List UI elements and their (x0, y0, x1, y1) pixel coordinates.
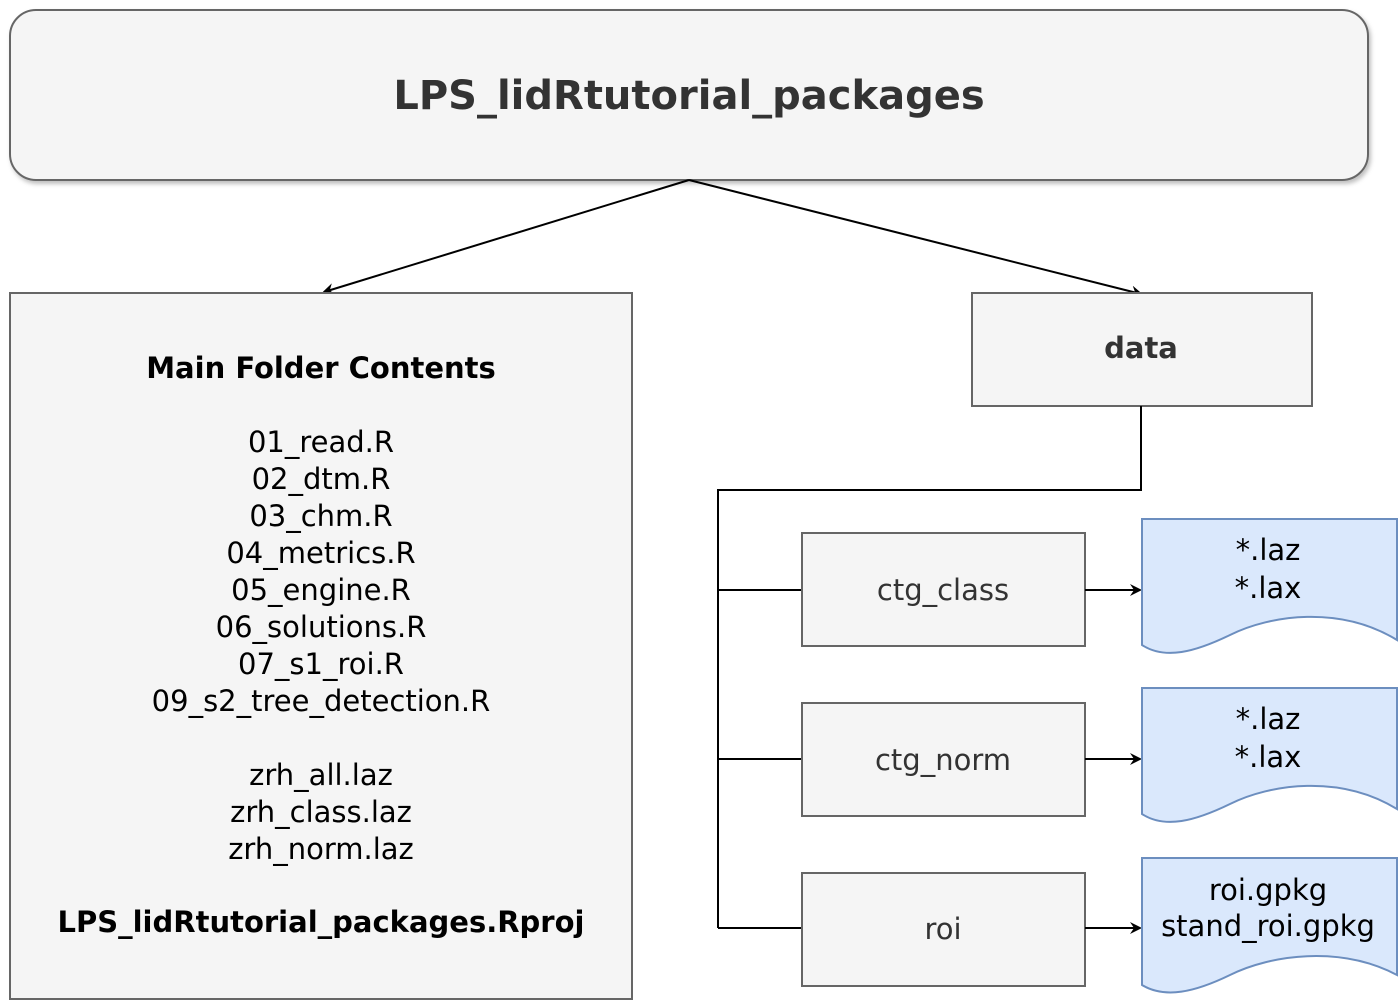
document-file-line: roi.gpkg (1209, 873, 1327, 907)
data-folder-node: data (971, 292, 1313, 407)
main-folder-box: Main Folder Contents 01_read.R02_dtm.R03… (9, 292, 633, 1000)
subfolder-ctg-norm: ctg_norm *.laz *.lax (801, 687, 1398, 823)
document-file-line: *.lax (1235, 740, 1302, 774)
project-file: LPS_lidRtutorial_packages.Rproj (58, 905, 585, 939)
subfolder-label: ctg_norm (875, 743, 1011, 777)
file-name: 03_chm.R (249, 499, 392, 533)
connector-root-to-data (688, 179, 1143, 298)
file-name: zrh_class.laz (230, 795, 412, 829)
subfolder-ctg-class: ctg_class *.laz *.lax (801, 518, 1398, 654)
file-name: 07_s1_roi.R (238, 647, 404, 681)
document-file-line: stand_roi.gpkg (1161, 909, 1375, 943)
file-name: 02_dtm.R (252, 462, 391, 496)
subfolder-label: roi (924, 912, 961, 946)
subfolder-label: ctg_class (877, 573, 1009, 607)
document-file-line: *.laz (1236, 533, 1301, 567)
file-name: 05_engine.R (231, 573, 411, 607)
main-folder-heading: Main Folder Contents (146, 351, 496, 385)
root-title: LPS_lidRtutorial_packages (393, 73, 984, 119)
document-shape (1141, 687, 1398, 823)
file-name: 01_read.R (248, 425, 394, 459)
document-shape (1141, 518, 1398, 654)
file-name: 04_metrics.R (226, 536, 415, 570)
subfolder-roi: roi roi.gpkg stand_roi.gpkg (801, 857, 1398, 994)
file-name: 09_s2_tree_detection.R (152, 684, 491, 718)
document-file-line: *.laz (1236, 702, 1301, 736)
document-shape (1141, 857, 1398, 994)
script-file-list: 01_read.R02_dtm.R03_chm.R04_metrics.R05_… (152, 425, 491, 718)
file-name: 06_solutions.R (216, 610, 427, 644)
file-name: zrh_norm.laz (228, 832, 414, 866)
document-file-line: *.lax (1235, 571, 1302, 605)
connector-root-to-main (322, 179, 690, 295)
data-tree-connectors (717, 406, 1142, 929)
root-connectors (322, 179, 1143, 298)
data-folder-label: data (1104, 331, 1178, 365)
file-name: zrh_all.laz (249, 758, 393, 792)
root-node: LPS_lidRtutorial_packages (9, 9, 1369, 181)
